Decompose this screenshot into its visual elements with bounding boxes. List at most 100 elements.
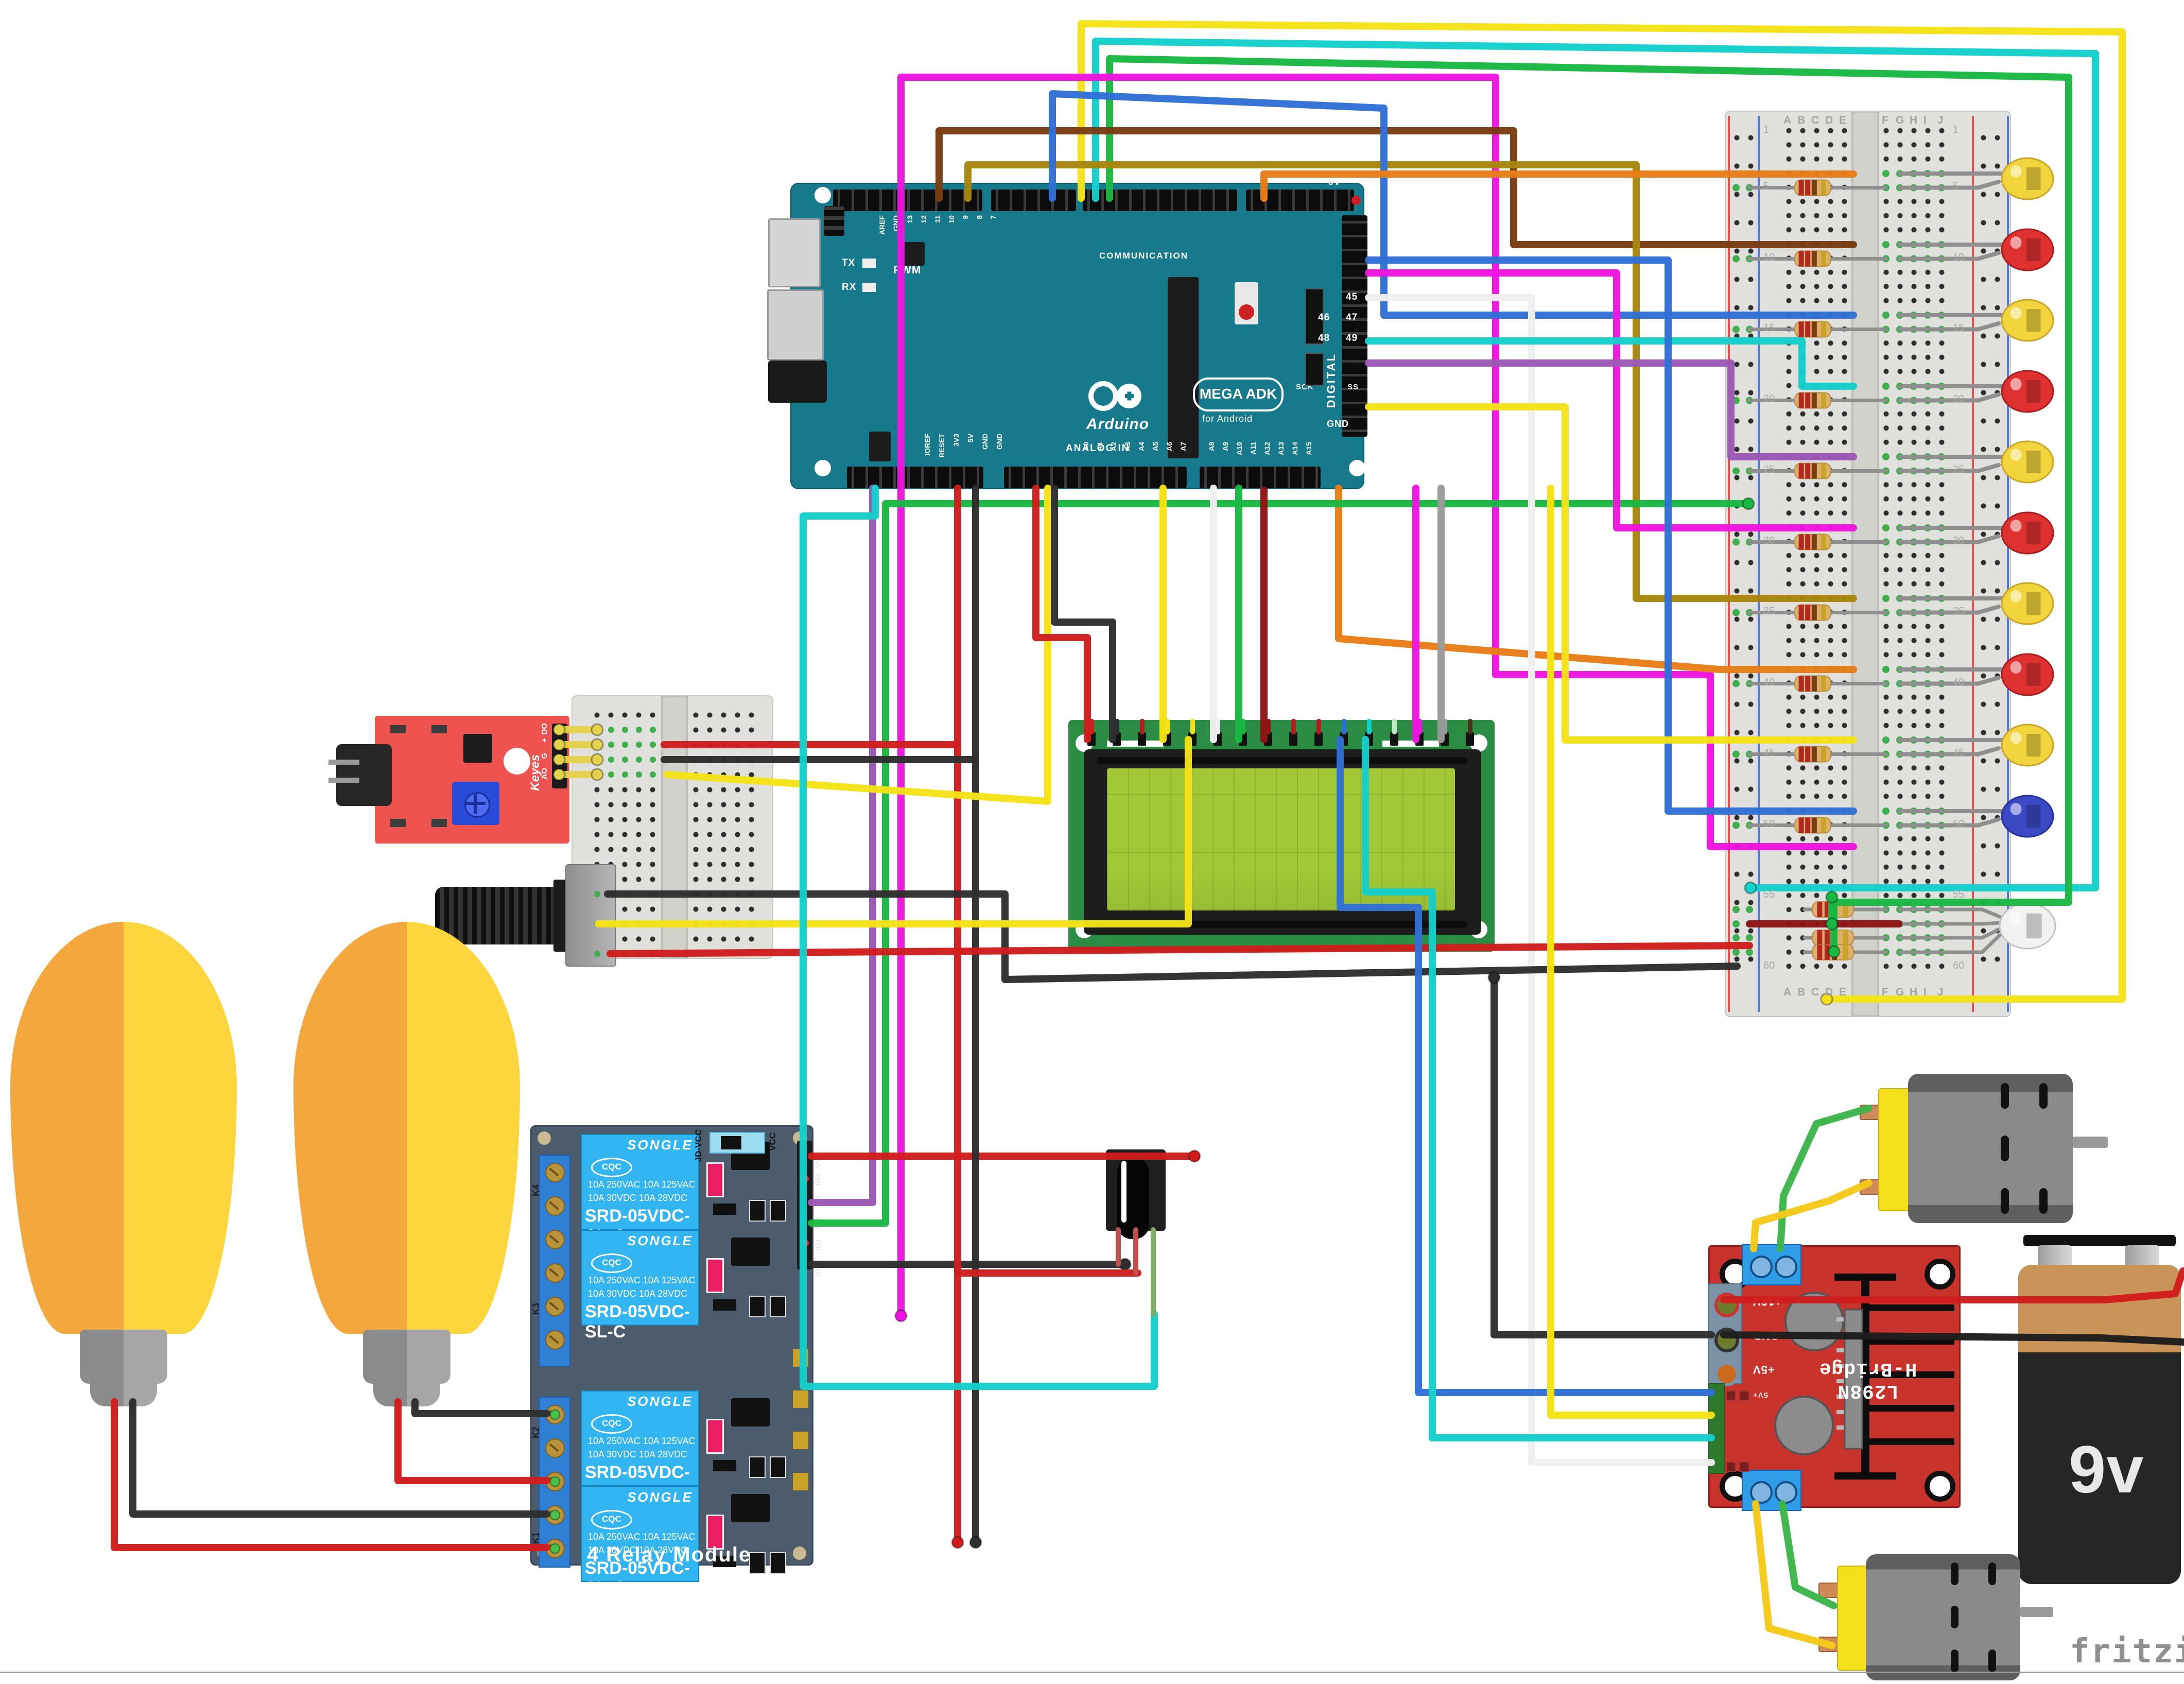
battery-terminal-neg: [2038, 1245, 2072, 1268]
bb-row-num: 35: [1763, 606, 1775, 617]
relay-part: SRD-05VDC-SL-C: [585, 1302, 690, 1342]
canvas-bottom-border: [0, 1672, 2184, 1673]
bb-col-letter: D: [1825, 986, 1833, 998]
breadboard-center-gap: [1851, 112, 1879, 1016]
lcd-pin: [1138, 732, 1146, 746]
relay-rating1: 10A 250VAC 10A 125VAC: [588, 1532, 696, 1542]
ir-mount-hole: [504, 748, 530, 775]
hb-input-header: [1708, 1383, 1725, 1474]
bb-col-letter: C: [1811, 986, 1819, 998]
bb-row-num: 40: [1953, 676, 1965, 688]
ir-led-black: [336, 744, 392, 806]
battery-terminal-pos: [2125, 1245, 2159, 1268]
lcd-pin-stub: [1316, 719, 1321, 734]
bb-col-letter: J: [1937, 986, 1944, 998]
hb-terminal-top: [1742, 1244, 1801, 1285]
bb-col-letter: J: [1937, 114, 1944, 126]
arduino-digital-header: [833, 190, 982, 211]
relay-screw: [545, 1438, 565, 1458]
bb-col-letter: A: [1783, 114, 1792, 126]
relay-rating2: 10A 30VDC 10A 28VDC: [588, 1545, 688, 1555]
lcd-pin-stub: [1367, 719, 1372, 734]
mini-gap: [661, 696, 688, 958]
relay-rating1: 10A 250VAC 10A 125VAC: [588, 1436, 696, 1446]
relay-screw: [545, 1163, 565, 1182]
ss-label: SS: [1347, 383, 1359, 391]
relay-module-board: SONGLE CQC 10A 250VAC 10A 125VAC 10A 30VDC …: [530, 1125, 823, 1598]
arduino-icsp-header: [824, 206, 844, 236]
relay-cert: CQC: [591, 1158, 632, 1177]
relay-pad: [793, 1432, 808, 1449]
arduino-ic-small2: [869, 432, 891, 461]
arduino-digital-num: 49: [1346, 333, 1358, 343]
5v-label: 5V: [1328, 177, 1341, 187]
relay-screw: [545, 1330, 565, 1350]
relay-brand: SONGLE: [627, 1394, 693, 1409]
board-name: MEGA ADK: [1199, 386, 1277, 402]
lcd-pin-stub: [1417, 719, 1422, 734]
jdvcc-jumper: [709, 1132, 765, 1154]
lcd-pin-stub: [1468, 719, 1472, 734]
for-android: for Android: [1202, 414, 1253, 424]
bb-col-letter: E: [1839, 114, 1847, 126]
arduino-mount-hole: [814, 187, 831, 203]
arduino-digital-num: 46: [1318, 312, 1330, 323]
pot-body: [565, 864, 616, 967]
analog-in-label: ANALOG IN: [1066, 443, 1130, 454]
bb-row-num: 20: [1763, 393, 1775, 405]
lcd-pin-stub: [1241, 719, 1245, 734]
lcd-screen: [1107, 768, 1455, 910]
relay-part: SRD-05VDC-SL-C: [585, 1558, 690, 1598]
lcd-display: [1068, 719, 1495, 952]
bb-row-num: 50: [1763, 818, 1775, 830]
relay-screw: [545, 1263, 565, 1283]
bb-row-num: 20: [1953, 393, 1965, 405]
lcd-pin-stub: [1140, 719, 1145, 734]
lcd-pin-stub: [1392, 719, 1397, 734]
arduino-digital-num: 47: [1346, 312, 1358, 323]
bb-row-num: 40: [1763, 676, 1775, 688]
bb-row-num: 60: [1763, 959, 1775, 971]
relay-terminal-block-top: [539, 1155, 570, 1367]
lcd-pin: [1314, 732, 1323, 746]
relay-rating1: 10A 250VAC 10A 125VAC: [588, 1179, 696, 1190]
lcd-pin-stub: [1190, 719, 1195, 734]
lcd-pin-stub: [1443, 719, 1447, 734]
bb-col-letter: H: [1910, 986, 1918, 998]
reset-button-cap: [1239, 304, 1254, 320]
arduino-digital-side-header: [1342, 215, 1367, 437]
bb-row-num: 45: [1763, 747, 1775, 759]
communication-label: COMMUNICATION: [1099, 251, 1188, 261]
lcd-pin-stub: [1342, 719, 1346, 734]
fritzing-watermark: fritzing: [2070, 1633, 2184, 1671]
bb-row-num: 25: [1953, 464, 1965, 475]
relay-screw-wire: [550, 1476, 560, 1487]
bb-row-num: 55: [1953, 889, 1965, 900]
bb-row-num: 25: [1763, 464, 1775, 475]
bb-row-num: 15: [1763, 322, 1775, 334]
relay-screw: [545, 1230, 565, 1249]
lcd-pin-stub: [1115, 719, 1119, 734]
ir-trimpot: [452, 782, 499, 825]
lcd-pin: [1390, 732, 1398, 746]
bb-row-num: 30: [1763, 535, 1775, 546]
arduino-mount-hole: [814, 460, 831, 476]
lcd-pin: [1466, 732, 1474, 746]
mega-adk-badge: MEGA ADK: [1193, 377, 1284, 411]
relay-brand: SONGLE: [627, 1233, 693, 1248]
arduino-pwm-header: [991, 190, 1076, 211]
power-jack: [768, 360, 827, 403]
arduino-analog-header: [1004, 467, 1187, 488]
relay-cert: CQC: [591, 1414, 632, 1434]
bb-col-letter: H: [1910, 114, 1918, 126]
bb-col-letter: F: [1882, 986, 1888, 998]
bb-col-letter: I: [1923, 986, 1927, 998]
bb-row-num: 35: [1953, 606, 1965, 617]
rail-red-right: [1972, 116, 1974, 1012]
bb-row-num: 1: [1953, 124, 1959, 135]
arduino-main-ic: [1168, 277, 1199, 458]
